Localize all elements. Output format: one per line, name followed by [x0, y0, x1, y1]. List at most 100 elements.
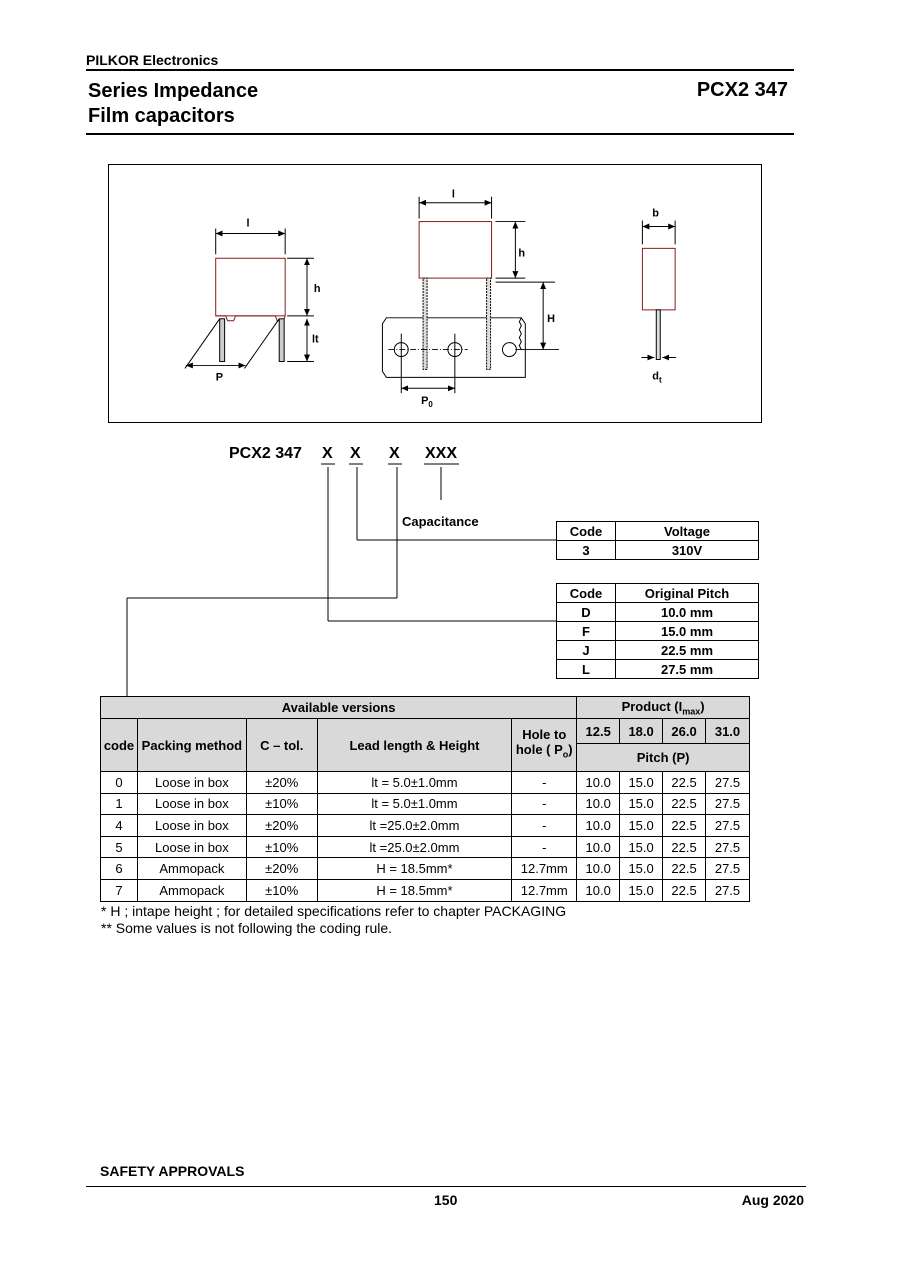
voltage-header-code: Code	[556, 521, 616, 541]
pitch-value: 10.0 mm	[615, 602, 759, 622]
part-number: PCX2 347	[696, 79, 788, 101]
cell: ±20%	[245, 814, 318, 837]
cell: 4	[100, 814, 138, 837]
cell: 27.5	[705, 792, 750, 816]
col-ctol-header: C – tol.	[245, 718, 318, 772]
cell: ±10%	[245, 878, 318, 902]
capacitance-label: Capacitance	[402, 514, 479, 529]
dim-label-b: b	[652, 208, 659, 220]
title-line-1: Series Impedance	[88, 80, 259, 102]
cell: ±20%	[245, 857, 318, 880]
available-versions-header: Available versions	[99, 696, 578, 719]
footnote-coding: ** Some values is not following the codi…	[101, 920, 393, 936]
cell: 15.0	[619, 878, 664, 902]
product-header: Product (Imax)	[576, 696, 750, 719]
dim-label-h-1: h	[314, 283, 321, 295]
cell: 12.7mm	[511, 878, 578, 902]
cell: 7	[100, 878, 138, 902]
dim-label-p0: P0	[421, 395, 433, 409]
cell: ±10%	[245, 835, 318, 859]
product-size: 26.0	[662, 718, 707, 744]
dim-label-H: H	[547, 313, 555, 325]
pitch-code: J	[556, 640, 616, 660]
cell: 22.5	[662, 814, 707, 837]
cell: 10.0	[576, 814, 621, 837]
cell: lt =25.0±2.0mm	[316, 814, 513, 837]
col-packing-header: Packing method	[136, 718, 247, 772]
pitch-value: 15.0 mm	[615, 621, 759, 641]
cell: 22.5	[662, 771, 707, 794]
cell: Loose in box	[136, 814, 247, 837]
capacitor-end-view	[641, 220, 677, 361]
cell: 10.0	[576, 771, 621, 794]
versions-table: Available versions Product (Imax) code P…	[99, 696, 750, 902]
dim-label-h-2: h	[518, 247, 525, 259]
dim-label-p: P	[216, 371, 223, 383]
cell: -	[511, 814, 578, 837]
col-lead-header: Lead length & Height	[316, 718, 513, 772]
dim-label-l-2: l	[452, 189, 455, 201]
voltage-code: 3	[556, 540, 616, 560]
cell: 22.5	[662, 857, 707, 880]
pitch-header-code: Code	[556, 583, 616, 603]
cell: 5	[100, 835, 138, 859]
cell: 15.0	[619, 771, 664, 794]
pitch-header: Pitch (P)	[576, 743, 750, 772]
code-prefix: PCX2 347	[229, 445, 302, 462]
cell: 15.0	[619, 814, 664, 837]
voltage-table: Code Voltage 3 310V	[556, 521, 759, 560]
cell: Ammopack	[136, 878, 247, 902]
cell: 6	[100, 857, 138, 880]
pitch-code: L	[556, 659, 616, 679]
pitch-header-original: Original Pitch	[615, 583, 759, 603]
cell: 22.5	[662, 878, 707, 902]
cell: lt = 5.0±1.0mm	[316, 792, 513, 816]
cell: 15.0	[619, 857, 664, 880]
col-hole-header: Hole to hole ( Po)	[511, 718, 578, 772]
cell: 27.5	[705, 878, 750, 902]
code-x3: X	[389, 445, 400, 462]
cell: ±20%	[245, 771, 318, 794]
page-number: 150	[434, 1192, 458, 1208]
pitch-value: 22.5 mm	[615, 640, 759, 660]
cell: 0	[100, 771, 138, 794]
page-title: Series Impedance Film capacitors	[88, 79, 258, 129]
company-name: PILKOR Electronics	[86, 52, 219, 68]
cell: 15.0	[619, 792, 664, 816]
dimension-drawing: l h lt P l h H	[108, 164, 762, 423]
cell: -	[511, 835, 578, 859]
cell: 27.5	[705, 771, 750, 794]
dim-label-dt: dt	[652, 370, 662, 384]
cell: 22.5	[662, 835, 707, 859]
code-x2: X	[350, 445, 361, 462]
cell: 10.0	[576, 792, 621, 816]
cell: H = 18.5mm*	[316, 857, 513, 880]
cell: 27.5	[705, 857, 750, 880]
dim-label-l-1: l	[246, 218, 249, 230]
cell: 15.0	[619, 835, 664, 859]
cell: -	[511, 771, 578, 794]
cell: ±10%	[245, 792, 318, 816]
title-rule	[86, 133, 794, 135]
col-code-header: code	[100, 718, 138, 772]
cell: Loose in box	[136, 792, 247, 816]
cell: 27.5	[705, 814, 750, 837]
capacitor-tape-view	[381, 196, 560, 394]
title-line-2: Film capacitors	[88, 105, 235, 127]
voltage-value: 310V	[615, 540, 759, 560]
product-size: 31.0	[705, 718, 750, 744]
code-x1: X	[322, 445, 333, 462]
cell: Loose in box	[136, 771, 247, 794]
product-size: 18.0	[619, 718, 664, 744]
cell: 10.0	[576, 857, 621, 880]
publish-date: Aug 2020	[741, 1192, 804, 1208]
cell: 12.7mm	[511, 857, 578, 880]
cell: 10.0	[576, 835, 621, 859]
voltage-header-voltage: Voltage	[615, 521, 759, 541]
